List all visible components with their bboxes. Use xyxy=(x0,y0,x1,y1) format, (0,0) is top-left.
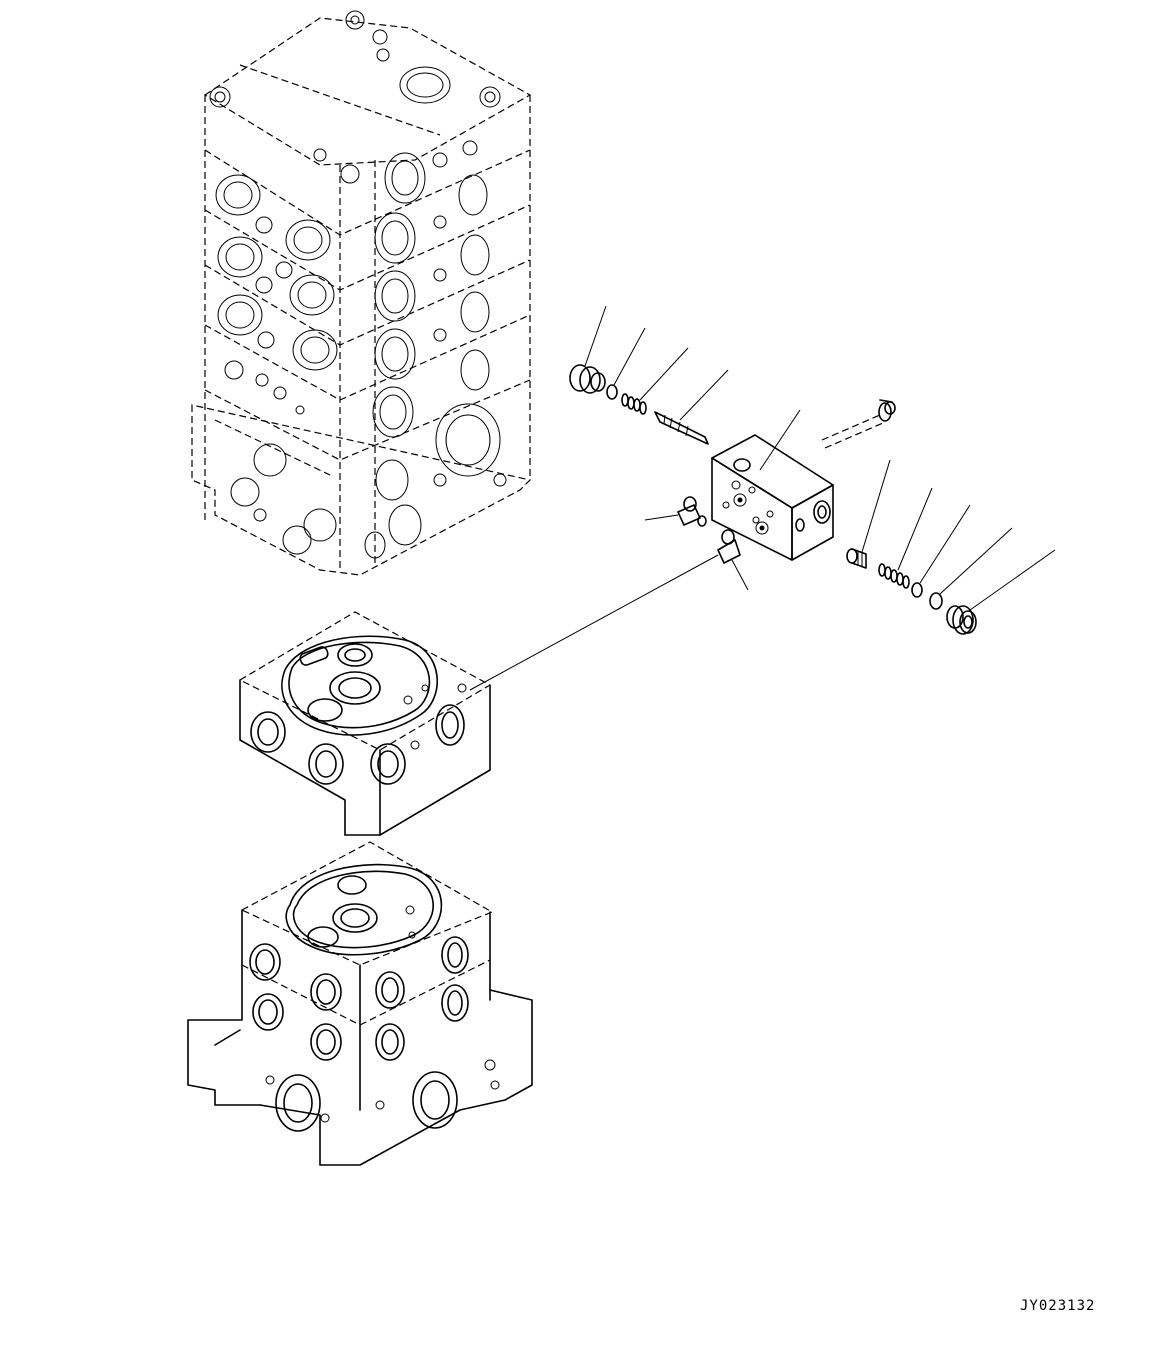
plug-icon xyxy=(946,549,1056,635)
plug-icon xyxy=(569,305,607,394)
o-ring-icon xyxy=(929,527,1013,610)
spool-icon xyxy=(654,369,729,445)
bolt-icon xyxy=(821,399,896,449)
seal-icon xyxy=(644,496,707,527)
drawing-code-label: JY023132 xyxy=(1020,1298,1096,1314)
valve-block-icon xyxy=(711,409,834,561)
o-ring-icon xyxy=(911,504,971,598)
o-ring-icon xyxy=(606,327,646,400)
spring-icon xyxy=(878,487,933,589)
control-valve-assembly xyxy=(191,10,532,576)
seal-icon xyxy=(717,529,749,591)
spring-icon xyxy=(621,347,689,415)
spool-icon xyxy=(846,459,891,569)
connection-leader xyxy=(469,554,719,691)
mounting-face xyxy=(238,611,492,836)
base-section xyxy=(187,841,533,1166)
